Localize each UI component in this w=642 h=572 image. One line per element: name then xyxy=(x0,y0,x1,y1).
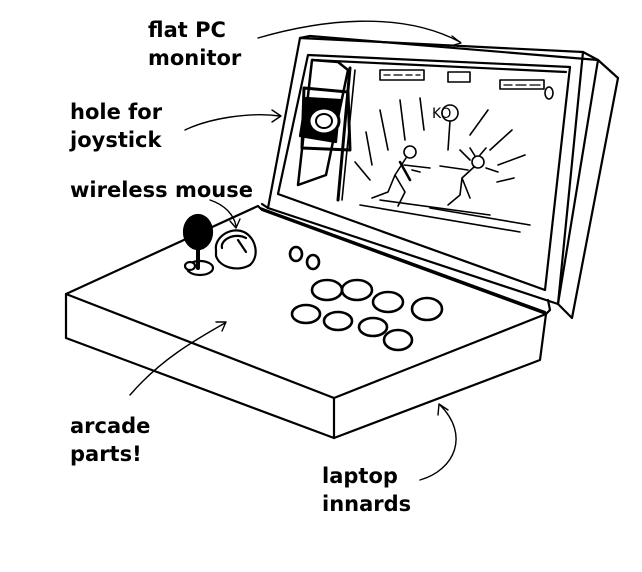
label-hole-for-joystick: hole for joystick xyxy=(70,100,163,152)
arcade-button-6 xyxy=(322,310,354,332)
health-bar-left xyxy=(379,69,425,81)
arcade-buttons xyxy=(288,245,444,352)
arrow-arcade-parts xyxy=(129,322,226,396)
base-front-face xyxy=(64,292,336,440)
base-right-face xyxy=(332,312,548,440)
arcade-button-7 xyxy=(357,316,389,338)
arcade-button-1 xyxy=(310,278,344,302)
laptop-base xyxy=(64,202,552,440)
arcade-button-2 xyxy=(340,278,374,302)
monitor-screen-border xyxy=(276,53,572,292)
arrow-monitor xyxy=(257,20,461,43)
monitor-frame xyxy=(266,36,585,306)
timer-box xyxy=(447,71,471,83)
label-flat-pc-monitor: flat PC monitor xyxy=(148,18,242,70)
arcade-button-3 xyxy=(371,290,405,314)
base-top-surface xyxy=(64,204,548,400)
monitor-top-edge xyxy=(298,34,600,62)
monitor-lid xyxy=(266,34,620,320)
arrow-laptop-innards xyxy=(419,404,457,481)
arrow-joystick-hole xyxy=(184,114,281,131)
annotation-arrows xyxy=(129,20,462,481)
small-button-1 xyxy=(288,245,304,263)
joystick xyxy=(182,213,215,277)
label-laptop-innards: laptop innards xyxy=(322,464,412,516)
wireless-mouse xyxy=(214,229,257,270)
arcade-button-8 xyxy=(382,328,414,352)
label-arcade-parts: arcade parts! xyxy=(70,414,151,466)
arcade-button-5 xyxy=(290,303,322,325)
arrow-mouse xyxy=(209,199,237,227)
monitor-right-side xyxy=(556,58,620,320)
game-screen xyxy=(354,69,554,233)
small-button-2 xyxy=(305,253,321,271)
ko-text: KO xyxy=(432,106,451,122)
health-bar-right xyxy=(499,79,545,90)
joystick-hole-panel xyxy=(296,58,356,202)
arcade-button-4 xyxy=(410,296,444,322)
label-wireless-mouse: wireless mouse xyxy=(70,178,253,202)
